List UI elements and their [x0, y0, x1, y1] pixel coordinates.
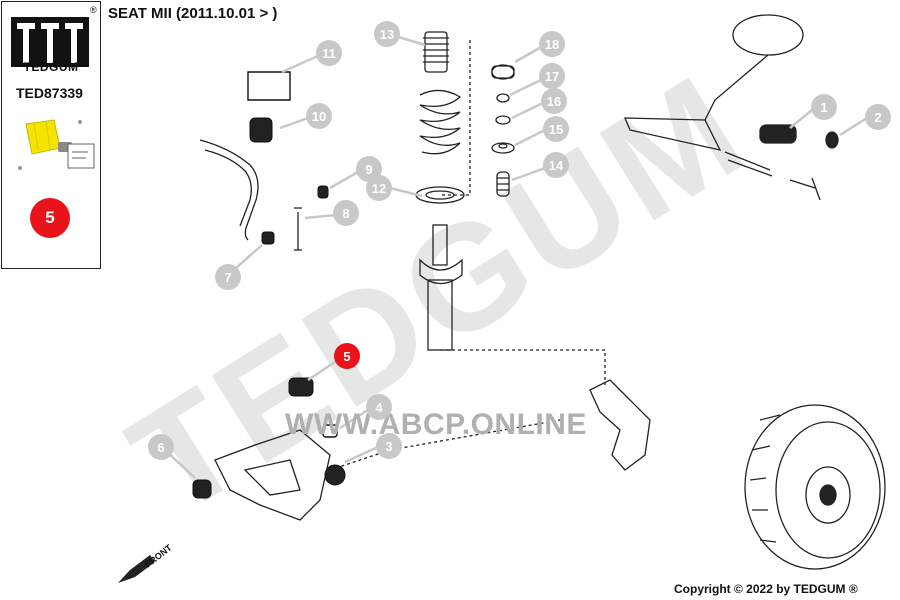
front-arrow-icon: FRONT [118, 542, 174, 583]
bushing-5-part [288, 377, 314, 397]
bushing-6 [192, 479, 212, 499]
bracket-11 [247, 71, 291, 101]
callout-8[interactable]: 8 [333, 200, 359, 226]
callout-6[interactable]: 6 [148, 434, 174, 460]
callout-13[interactable]: 13 [374, 21, 400, 47]
callout-1[interactable]: 1 [811, 94, 837, 120]
callout-18[interactable]: 18 [539, 31, 565, 57]
ball-joint-3 [324, 464, 346, 486]
callout-7[interactable]: 7 [215, 264, 241, 290]
callout-3[interactable]: 3 [376, 433, 402, 459]
bushing-4 [322, 424, 338, 438]
steering-assembly [624, 14, 839, 201]
vehicle-title: SEAT MII (2011.10.01 > ) [108, 5, 278, 22]
stabilizer-bar [199, 139, 259, 241]
callout-10[interactable]: 10 [306, 103, 332, 129]
callout-leaders [164, 33, 868, 479]
callout-17[interactable]: 17 [539, 63, 565, 89]
stabilizer-bushing-10 [249, 117, 273, 143]
callout-5[interactable]: 5 [334, 343, 360, 369]
part-code: TED87339 [16, 85, 83, 101]
callout-15[interactable]: 15 [543, 116, 569, 142]
callout-11[interactable]: 11 [316, 40, 342, 66]
callout-4[interactable]: 4 [366, 394, 392, 420]
svg-text:FRONT: FRONT [143, 542, 174, 569]
stabilizer-link [294, 207, 302, 251]
brand-watermark: TEDGUM [103, 41, 774, 547]
brand-name: TEDGUM [23, 60, 79, 74]
product-info-panel: ® TEDGUM TED87339 5 [1, 1, 101, 269]
steering-knuckle [589, 379, 651, 471]
highlight-number-badge: 5 [30, 198, 70, 238]
callout-12[interactable]: 12 [366, 175, 392, 201]
callout-16[interactable]: 16 [541, 88, 567, 114]
tedgum-logo-icon [11, 17, 89, 67]
callout-2[interactable]: 2 [865, 104, 891, 130]
copyright-notice: Copyright © 2022 by TEDGUM ® [674, 582, 858, 596]
bushing-9 [317, 185, 329, 199]
tire-wheel [744, 404, 886, 570]
registered-mark: ® [90, 5, 97, 15]
svg-text:TEDGUM: TEDGUM [103, 41, 774, 547]
callout-14[interactable]: 14 [543, 152, 569, 178]
product-thumbnail [18, 119, 95, 170]
control-arm [214, 429, 331, 521]
bushing-7 [261, 231, 275, 245]
strut-mount-parts [491, 64, 515, 197]
url-watermark: WWW.ABCP.ONLINE [285, 408, 587, 441]
